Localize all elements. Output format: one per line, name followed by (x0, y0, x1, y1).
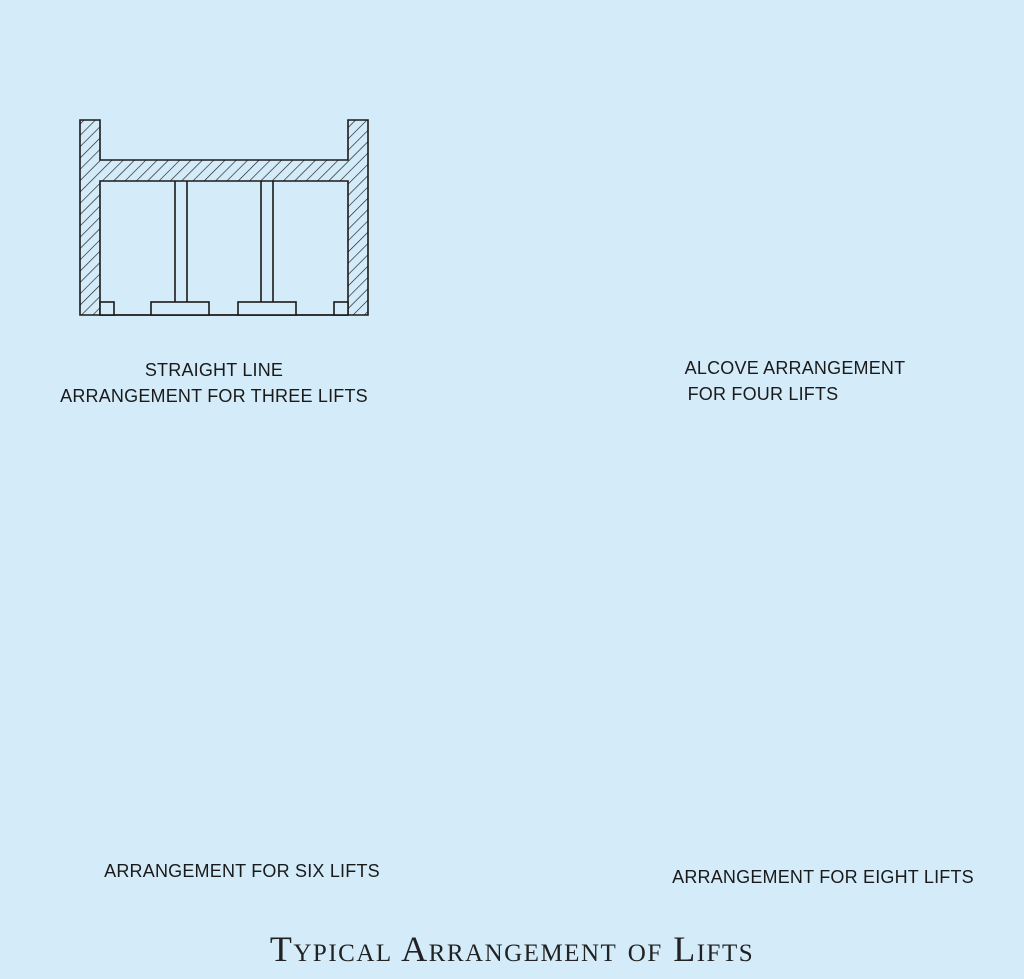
three-lifts-shafts (100, 181, 348, 316)
caption-eight-lifts-line-1: ARRANGEMENT FOR EIGHT LIFTS (672, 867, 974, 887)
caption-four-lifts-line-1: ALCOVE ARRANGEMENT (684, 358, 906, 378)
three-lifts-plan (79, 119, 369, 316)
three-lifts-doors (99, 301, 349, 316)
caption-six-lifts-line-1: ARRANGEMENT FOR SIX LIFTS (104, 861, 380, 881)
caption-eight-lifts: ARRANGEMENT FOR EIGHT LIFTS (650, 864, 996, 890)
caption-three-lifts-line-2: ARRANGEMENT FOR THREE LIFTS (60, 386, 368, 406)
caption-three-lifts: STRAIGHT LINE ARRANGEMENT FOR THREE LIFT… (44, 357, 384, 409)
caption-four-lifts-line-2: FOR FOUR LIFTS (687, 384, 839, 404)
caption-four-lifts: ALCOVE ARRANGEMENT FOR FOUR LIFTS (640, 355, 950, 407)
caption-three-lifts-line-1: STRAIGHT LINE (144, 360, 284, 380)
figure-title: Typical Arrangement of Lifts (269, 929, 755, 969)
caption-six-lifts: ARRANGEMENT FOR SIX LIFTS (82, 858, 402, 884)
three-lifts-wall (79, 119, 369, 316)
